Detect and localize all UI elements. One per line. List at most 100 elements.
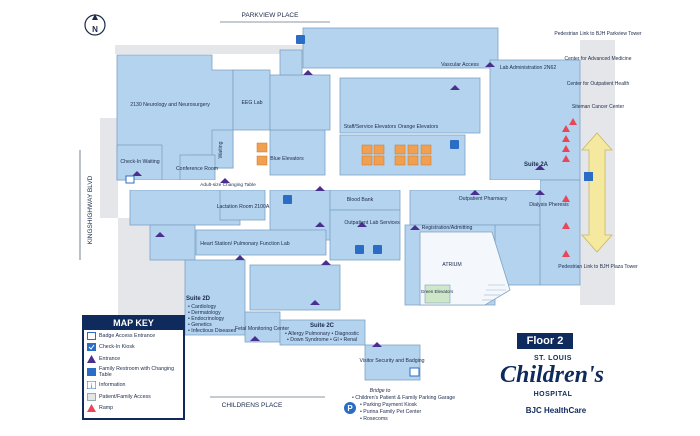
information-icon: i [87,381,96,390]
map-key-label: Information [99,382,126,389]
label-lactation: Lactation Room 2100A [217,204,270,210]
label-suite2d-item-3: • Genetics [188,322,212,328]
ramp-icon [87,404,96,413]
label-waiting: Waiting [218,141,224,158]
side-label-top: Pedestrian Link to BJH Parkview Tower [554,31,642,37]
side-labels: Pedestrian Link to BJH Parkview Tower Ce… [554,31,642,270]
map-key-row: Patient/Family Access [84,391,183,403]
brand-bjc: BJC HealthCare [525,406,587,415]
brand-line2: HOSPITAL [533,391,573,398]
map-key-label: Check-In Kiosk [99,344,135,351]
family-restroom-icon [87,368,96,376]
street-south: CHILDRENS PLACE [222,402,283,409]
ramp-icons [562,118,577,257]
map-key-row: Entrance [84,353,183,365]
information-icon [584,172,593,181]
patient-access-icon [87,392,96,401]
map-key-row: i Information [84,380,183,392]
brand-logo: Children's [499,362,605,388]
room-elevator-block [339,134,466,176]
rooms [116,27,581,381]
side-label-siteman: Siteman Cancer Center [572,104,625,110]
main-corridor [130,180,540,190]
outside-area-west [100,118,118,218]
label-adult-table: Adult-size Changing Table [200,182,256,188]
checkin-kiosk-icon [87,343,96,352]
map-key-label: Badge Access Entrance [99,332,156,339]
compass-arrow-icon [92,14,98,20]
label-outpatient-pharmacy: Outpatient Pharmacy [459,196,508,202]
label-visitor: Visitor Security and Badging [359,358,424,364]
room-lactation [219,189,266,221]
bridge-item-1: • Parking Payment Kiosk [360,402,417,408]
label-suite2d: Suite 2D [186,296,211,302]
label-blue-elevators: Blue Elevators [270,156,304,162]
parking-letter: P [347,404,353,413]
label-orange-elevators: Orange Elevators [398,124,439,130]
room-suite2d [184,259,246,336]
map-key-label: Patient/Family Access [99,393,151,400]
label-lab-admin: Lab Administration 2N62 [500,65,557,71]
compass-label: N [92,25,98,34]
label-eeg: EEG Lab [241,100,262,106]
label-vascular: Vascular Access [441,62,479,68]
label-fetal: Fetal Monitoring Center [235,326,289,332]
map-key: MAP KEY Badge Access Entrance Check-In K… [82,315,185,420]
room-heart [195,229,327,256]
side-label-center1: Center for Advanced Medicine [565,56,632,62]
map-key-row: Badge Access Entrance [84,330,183,342]
bridge-item-2: • Purina Family Pet Center [360,409,421,415]
room-top-north [302,27,499,69]
side-label-bottom: Pedestrian Link to BJH Plaza Tower [558,264,638,270]
map-key-row: Family Restroom with Changing Table [84,365,183,380]
atrium-steps [482,284,506,301]
label-checkin: Check-In Waiting [120,159,159,165]
room-labels: 2130 Neurology and Neurosurgery EEG Lab … [120,62,569,364]
green-elevators-box [424,284,451,304]
label-neurology: 2130 Neurology and Neurosurgery [130,102,210,108]
room-2d-extension [149,224,196,261]
svg-text:i: i [91,382,93,389]
label-registration: Registration/Admitting [422,225,473,231]
room-east-wing-upper [269,74,331,131]
bridge-item-3: • Rosecoms [360,416,388,422]
label-suite2d-item-0: • Cardiology [188,304,216,310]
label-suite2d-item-4: • Infectious Diseases [188,328,237,334]
outside-area-north [115,45,305,54]
parking-icon [344,402,356,414]
room-waiting [211,129,234,169]
room-outpatient-lab [329,209,401,261]
label-suite2c-list1: • Allergy Pulmonary • Diagnostic [285,331,359,337]
label-dialysis: Dialysis Pheresis [529,202,569,208]
map-key-title: MAP KEY [84,317,183,330]
map-key-label: Entrance [99,355,121,362]
label-staff-elevators: Staff/Service Elevators [344,124,397,130]
room-eeg [232,69,271,131]
restroom-icons [283,35,459,254]
orange-elevators [256,142,432,166]
label-conference: Conference Room [176,166,218,172]
entrance-icons [132,62,545,347]
room-blue-elevators-area [269,129,326,176]
map-key-label: Ramp [99,405,114,412]
entrance-triangle-icon [87,354,96,363]
label-green-elevators: Green Elevators [421,289,454,294]
label-blood-bank: Blood Bank [347,197,374,203]
map-key-row: Check-In Kiosk [84,342,183,354]
room-conference [179,154,216,181]
map-key-row: Ramp [84,403,183,415]
kiosk-icon-visitor [409,367,420,377]
label-suite2c: Suite 2C [310,323,335,329]
map-key-label: Family Restroom with Changing Table [99,366,175,378]
label-heart: Heart Station/ Pulmonary Function Lab [200,241,290,247]
label-outpatient-lab: Outpatient Lab Services [344,220,400,226]
street-west: KINGSHIGHWAY BLVD [87,175,94,244]
label-atrium: ATRIUM [442,262,462,268]
floor-badge: Floor 2 [517,333,573,349]
checkin-kiosk-icon [125,175,135,184]
side-label-center2: Center for Outpatient Health [567,81,630,87]
room-north-west-block [279,49,303,76]
bridge-title: Bridge to [370,388,391,394]
room-fetal [244,311,281,343]
